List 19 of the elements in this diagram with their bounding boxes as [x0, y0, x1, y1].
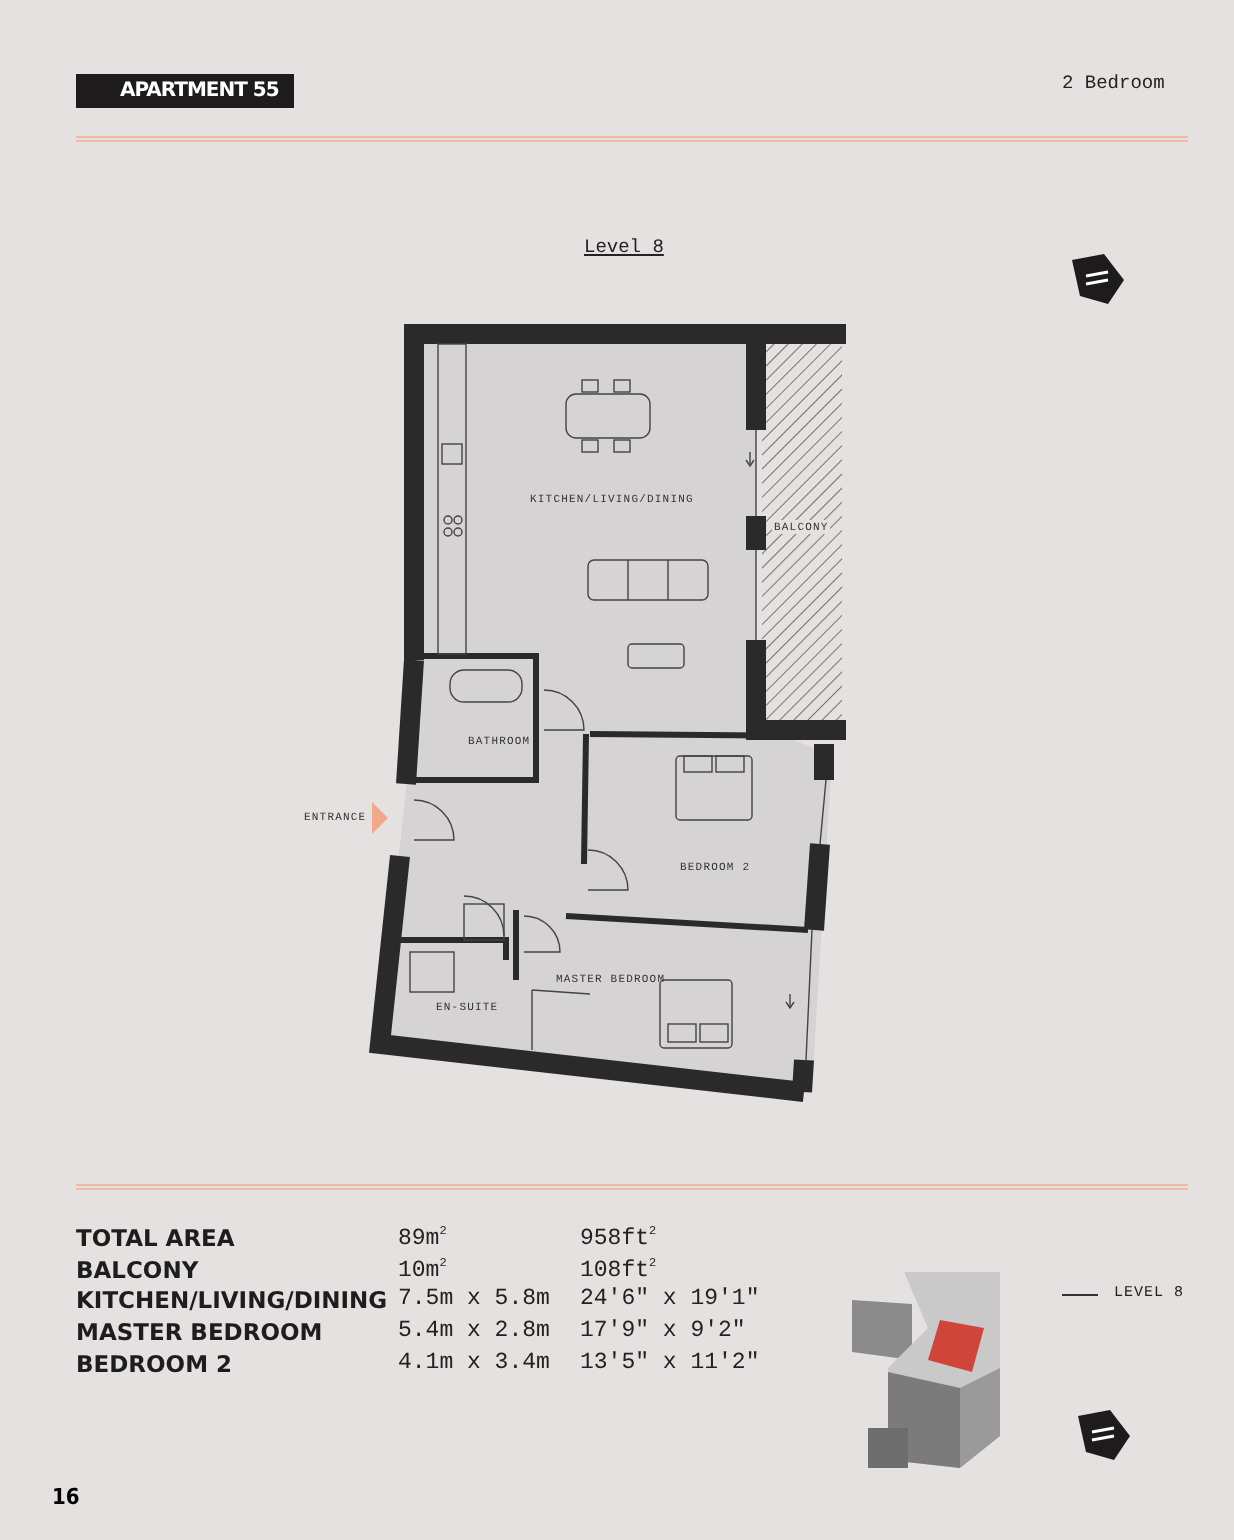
- table-cell: 10m$^{2}$: [398, 1255, 447, 1284]
- page-number: 16: [52, 1484, 80, 1510]
- table-cell: 24'6" x 19'1": [580, 1286, 760, 1313]
- table-cell: 4.1m x 3.4m: [398, 1349, 550, 1376]
- table-cell: 13'5" x 11'2": [580, 1349, 760, 1376]
- table-cell: 5.4m x 2.8m: [398, 1318, 550, 1345]
- table-cell: 17'9" x 9'2": [580, 1318, 746, 1345]
- table-cell: 108ft$^{2}$: [580, 1255, 657, 1284]
- table-cell: 89m$^{2}$: [398, 1224, 447, 1252]
- table-row-heading: TOTAL AREA: [76, 1224, 235, 1252]
- table-row-heading: BEDROOM 2: [76, 1349, 233, 1378]
- table-row-heading: KITCHEN/LIVING/DINING: [76, 1286, 388, 1315]
- table-row-heading: MASTER BEDROOM: [76, 1318, 323, 1347]
- unit-type-label: 2 Bedroom: [1062, 72, 1165, 94]
- apartment-title: APARTMENT 55: [76, 74, 295, 108]
- level-heading: Level 8: [584, 236, 664, 258]
- table-row-heading: BALCONY: [76, 1255, 199, 1284]
- table-cell: 958ft$^{2}$: [580, 1224, 657, 1252]
- table-cell: 7.5m x 5.8m: [398, 1286, 550, 1313]
